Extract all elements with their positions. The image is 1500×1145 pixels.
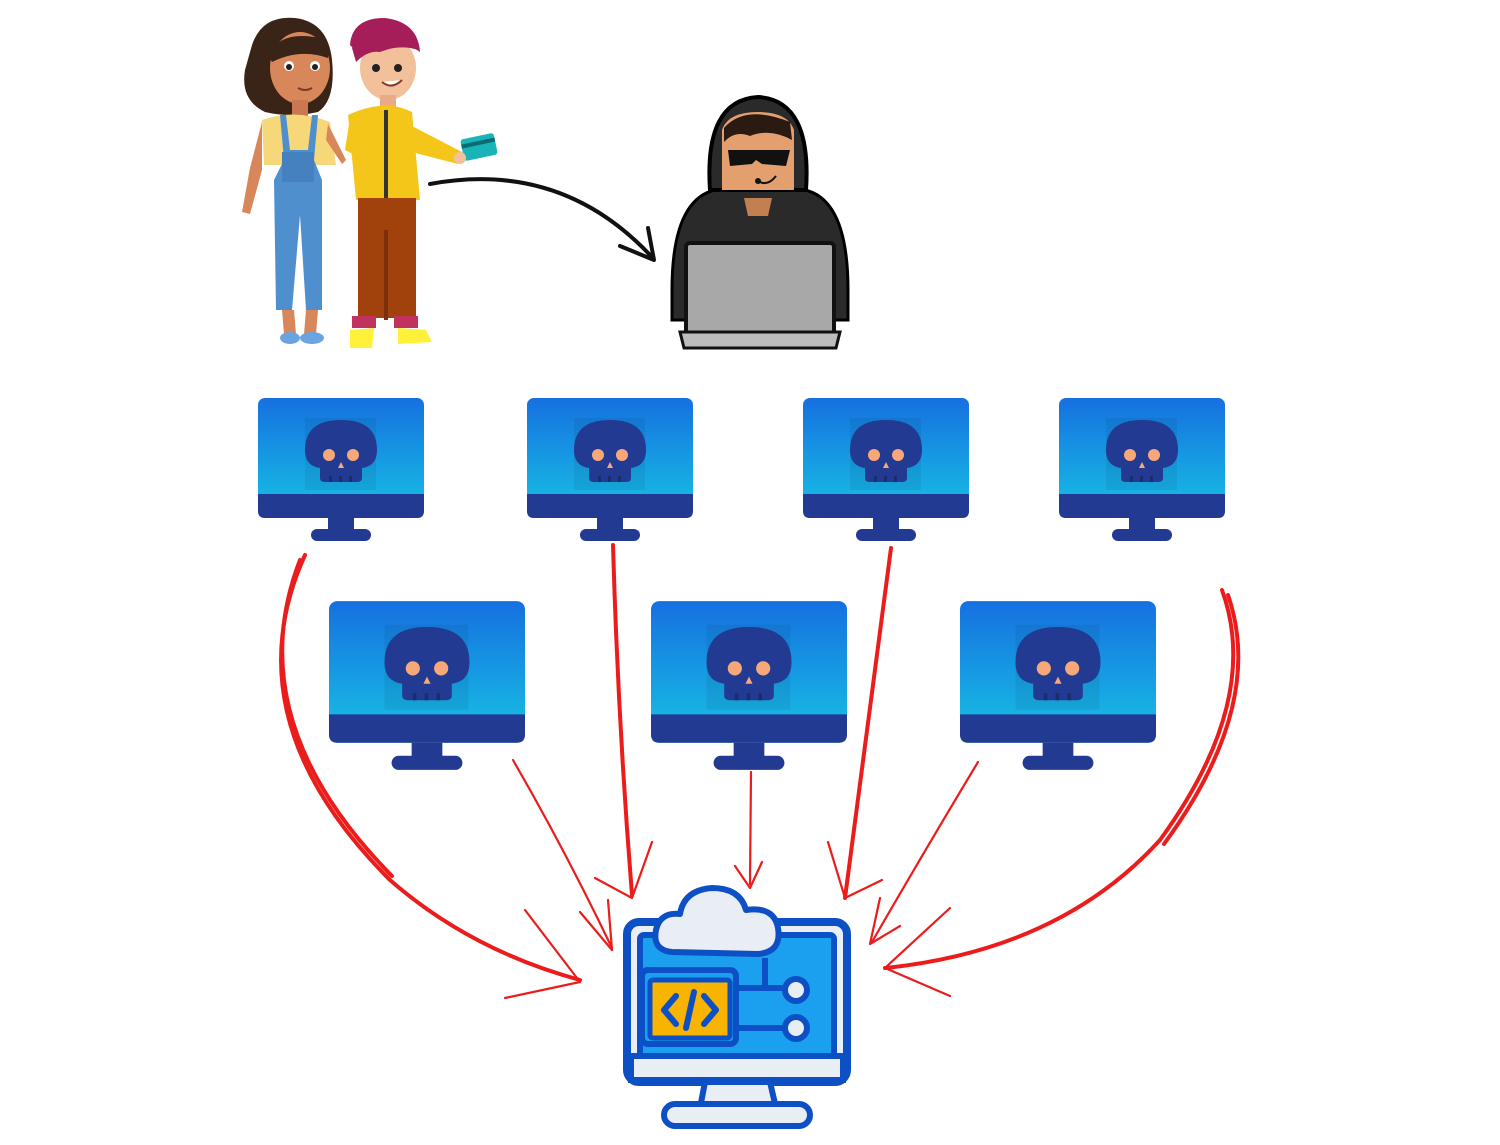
- bot-row-1: [258, 398, 1225, 541]
- infected-computer-skull-icon: [803, 398, 969, 541]
- payment-arrow: [428, 177, 656, 262]
- cloud-server-code-icon: [623, 885, 851, 1129]
- infected-computer-skull-icon: [651, 601, 847, 770]
- credit-card-icon: [460, 133, 498, 161]
- infected-computer-skull-icon: [1059, 398, 1225, 541]
- attack-arrow: [868, 760, 980, 946]
- attack-arrow: [279, 553, 582, 1000]
- man-figure: [345, 18, 498, 348]
- attack-arrow: [826, 546, 893, 900]
- attack-arrow: [733, 770, 764, 890]
- customers-paying-icon: [242, 17, 498, 348]
- bot-row-2: [329, 601, 1156, 770]
- woman-figure: [242, 17, 346, 344]
- infected-computer-skull-icon: [960, 601, 1156, 770]
- attack-arrows: [279, 543, 1241, 1000]
- infected-computer-skull-icon: [258, 398, 424, 541]
- hacker-with-laptop-icon: [670, 94, 850, 350]
- attack-arrow: [883, 588, 1241, 998]
- attack-arrow: [593, 543, 654, 900]
- infected-computer-skull-icon: [527, 398, 693, 541]
- infected-computer-skull-icon: [329, 601, 525, 770]
- attack-arrow: [511, 758, 614, 952]
